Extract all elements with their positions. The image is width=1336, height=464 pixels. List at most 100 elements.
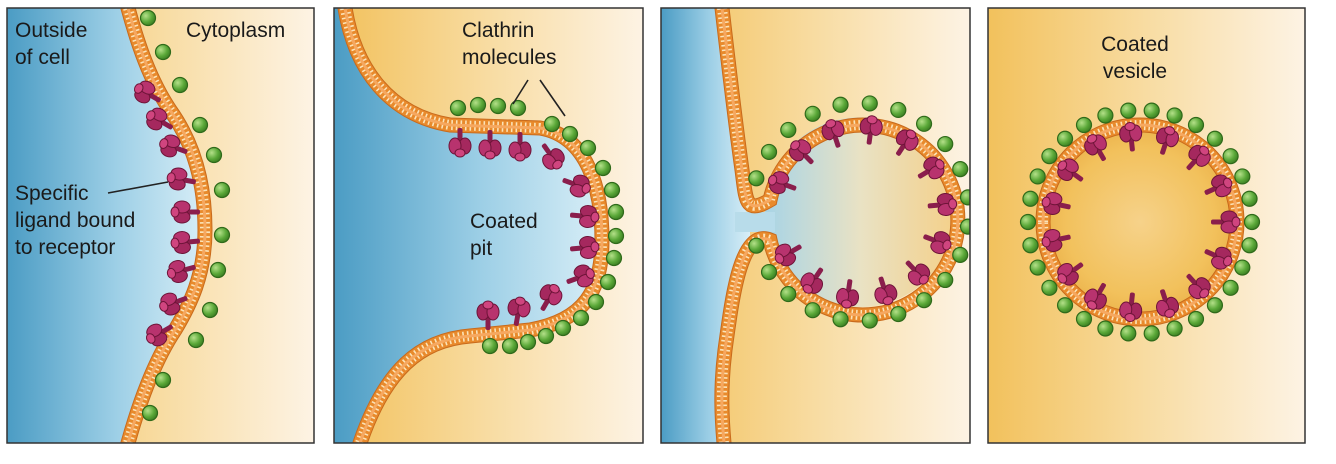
clathrin-leader-line-1: [512, 79, 529, 105]
receptor-ligand: [927, 193, 958, 217]
bound-ligand: [590, 211, 600, 223]
clathrin-molecule: [191, 116, 209, 134]
clathrin-molecule: [1075, 116, 1093, 134]
clathrin-molecule: [760, 143, 778, 161]
clathrin-molecule: [780, 121, 797, 139]
bound-ligand: [1124, 312, 1136, 322]
ligand-receptor-label: Specific ligand bound to receptor: [15, 180, 135, 261]
clathrin-molecule: [537, 327, 555, 345]
receptor-stalk: [541, 143, 553, 157]
clathrin-molecule: [1022, 190, 1039, 207]
receptor-ligand: [166, 167, 196, 191]
clathrin-molecule: [890, 305, 907, 323]
bound-ligand: [170, 237, 180, 249]
clathrin-molecule: [594, 159, 612, 177]
receptor-stalk: [812, 267, 824, 281]
clathrin-molecule: [1166, 320, 1183, 337]
membrane-core: [720, 8, 960, 443]
clathrin-molecules: [449, 96, 625, 355]
clathrin-molecule: [1120, 325, 1137, 342]
clathrin-molecule: [1097, 107, 1114, 124]
clathrin-molecule: [449, 99, 467, 117]
receptor-ligand: [569, 235, 600, 259]
bound-ligand: [159, 301, 169, 312]
receptor-ligand: [541, 143, 565, 170]
bound-ligand: [1124, 122, 1136, 132]
forming-vesicle-lumen: [765, 117, 955, 307]
clathrin-molecule: [187, 331, 205, 349]
clathrin-molecule: [937, 135, 954, 153]
receptor-stalk: [1204, 185, 1219, 195]
receptor-ligand: [476, 300, 500, 330]
label-line: ligand bound: [15, 209, 136, 232]
receptor-stalk: [562, 178, 577, 187]
receptor-ligand: [895, 129, 919, 156]
clathrin-molecule: [1187, 310, 1205, 328]
clathrin-molecules: [1019, 102, 1261, 342]
clathrin-molecule: [579, 139, 597, 157]
bound-ligand: [1041, 196, 1051, 208]
clathrin-molecule: [952, 161, 969, 178]
label-line: Coated: [470, 210, 538, 233]
receptor-ligand: [767, 171, 797, 195]
clathrin-molecule: [481, 337, 499, 355]
clathrin-molecules: [748, 95, 970, 329]
outside-of-cell-label: Outside of cell: [15, 17, 87, 71]
ligand-receptor-complexes: [448, 128, 600, 330]
clathrin-molecule: [1075, 310, 1093, 328]
bound-ligand: [1223, 177, 1233, 189]
extracellular-region: [334, 8, 602, 443]
clathrin-molecule: [1022, 237, 1039, 254]
clathrin-molecule: [572, 309, 590, 327]
bound-ligand: [1164, 126, 1176, 136]
receptor-stalk: [1128, 292, 1135, 307]
bound-ligand: [942, 239, 952, 251]
clathrin-molecule: [1206, 297, 1224, 314]
bound-ligand: [159, 138, 169, 149]
receptor-ligand: [508, 132, 532, 162]
bound-ligand: [905, 129, 917, 140]
receptor-stalk: [1186, 157, 1198, 171]
clathrin-molecule: [1241, 190, 1258, 207]
bound-ligand: [948, 198, 958, 210]
receptor-ligand: [145, 323, 173, 347]
clathrin-molecule: [937, 271, 954, 289]
receptor-stalk: [540, 297, 551, 311]
bound-ligand: [484, 150, 496, 160]
receptor-stalk: [485, 316, 491, 330]
receptor-stalk: [1070, 262, 1084, 274]
bound-ligand: [1231, 216, 1241, 228]
clathrin-molecule: [1206, 130, 1224, 147]
clathrin-molecule: [171, 76, 189, 94]
receptor-stalk: [566, 275, 581, 284]
receptor-ligand: [1211, 210, 1241, 234]
clathrin-molecule: [804, 105, 821, 122]
receptor-ligand: [917, 156, 945, 180]
label-line: molecules: [462, 46, 557, 69]
clathrin-molecule: [587, 293, 605, 311]
clathrin-molecule: [139, 9, 157, 27]
bound-ligand: [585, 268, 595, 279]
receptor-ligand: [1204, 174, 1233, 198]
clathrin-molecule: [1187, 116, 1205, 134]
clathrin-molecule: [1243, 213, 1261, 231]
receptor-stalk: [186, 209, 200, 215]
receptor-ligand: [1041, 229, 1071, 252]
panel-3-frame: [660, 7, 971, 444]
bound-ligand: [170, 206, 180, 218]
receptor-ligand: [1119, 122, 1143, 152]
clathrin-molecule: [959, 218, 970, 235]
bound-ligand: [1057, 273, 1068, 284]
receptor-stalk: [185, 238, 201, 245]
label-line: of cell: [15, 46, 70, 69]
clathrin-molecule: [554, 319, 572, 337]
clathrin-molecule: [748, 237, 765, 254]
bound-ligand: [1199, 288, 1210, 299]
bound-ligand: [552, 159, 563, 170]
clathrin-molecule: [213, 181, 231, 199]
clathrin-molecule: [1041, 148, 1058, 165]
clathrin-molecule: [205, 146, 223, 164]
receptor-ligand: [821, 119, 845, 148]
receptor-stalk: [878, 276, 887, 291]
